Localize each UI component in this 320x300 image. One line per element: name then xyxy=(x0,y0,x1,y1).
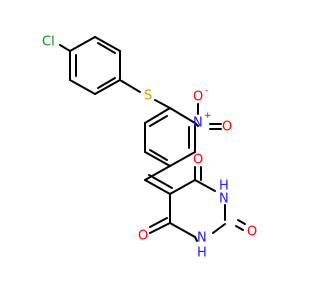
atom-label-o-carbonyl-top: O xyxy=(193,153,203,168)
atom-label-nh-upper-n: N xyxy=(219,192,229,207)
bond xyxy=(169,107,196,124)
bond xyxy=(169,179,196,195)
atom-label-n-nitro: N xyxy=(193,116,203,131)
bond xyxy=(149,217,168,228)
chemical-structure-diagram: Cl S N + O - O O H N O N H O xyxy=(42,35,257,261)
bond xyxy=(119,79,141,93)
bond xyxy=(194,122,199,127)
bond xyxy=(97,42,116,54)
atom-label-layer: Cl S N + O - O O H N O N H O xyxy=(42,35,257,261)
atom-label-s: S xyxy=(144,89,152,104)
atom-label-o-nitro-top: O xyxy=(193,90,203,105)
bond xyxy=(212,223,226,234)
bond xyxy=(149,115,168,127)
bond xyxy=(154,99,171,109)
bond xyxy=(148,174,173,189)
bond xyxy=(149,222,171,234)
bond xyxy=(149,149,168,161)
atom-label-cl: Cl xyxy=(42,35,55,50)
atom-label-o-nitro-right: O xyxy=(222,120,232,135)
atom-label-o-carbonyl-bottom: O xyxy=(138,229,148,244)
bond-layer xyxy=(59,36,246,242)
bond xyxy=(235,225,244,231)
charge-label-plus: + xyxy=(204,111,212,121)
atom-label-nh-upper-h: H xyxy=(219,179,229,194)
bond xyxy=(69,79,96,95)
bond xyxy=(144,107,171,124)
atom-label-nh-lower-h: H xyxy=(197,246,207,261)
charge-label-minus: - xyxy=(205,86,208,96)
bond xyxy=(144,165,171,181)
bond xyxy=(94,79,121,95)
bond xyxy=(169,151,196,167)
bond xyxy=(237,219,246,225)
bond xyxy=(69,36,96,52)
atom-label-nh-lower-n: N xyxy=(197,231,207,246)
bond xyxy=(94,36,121,52)
bond xyxy=(194,179,216,192)
bond xyxy=(144,151,171,167)
bond xyxy=(97,77,116,89)
bond xyxy=(59,44,71,52)
bond xyxy=(144,179,171,195)
atom-label-o-carbonyl-right: O xyxy=(247,225,257,240)
bond xyxy=(169,222,196,238)
